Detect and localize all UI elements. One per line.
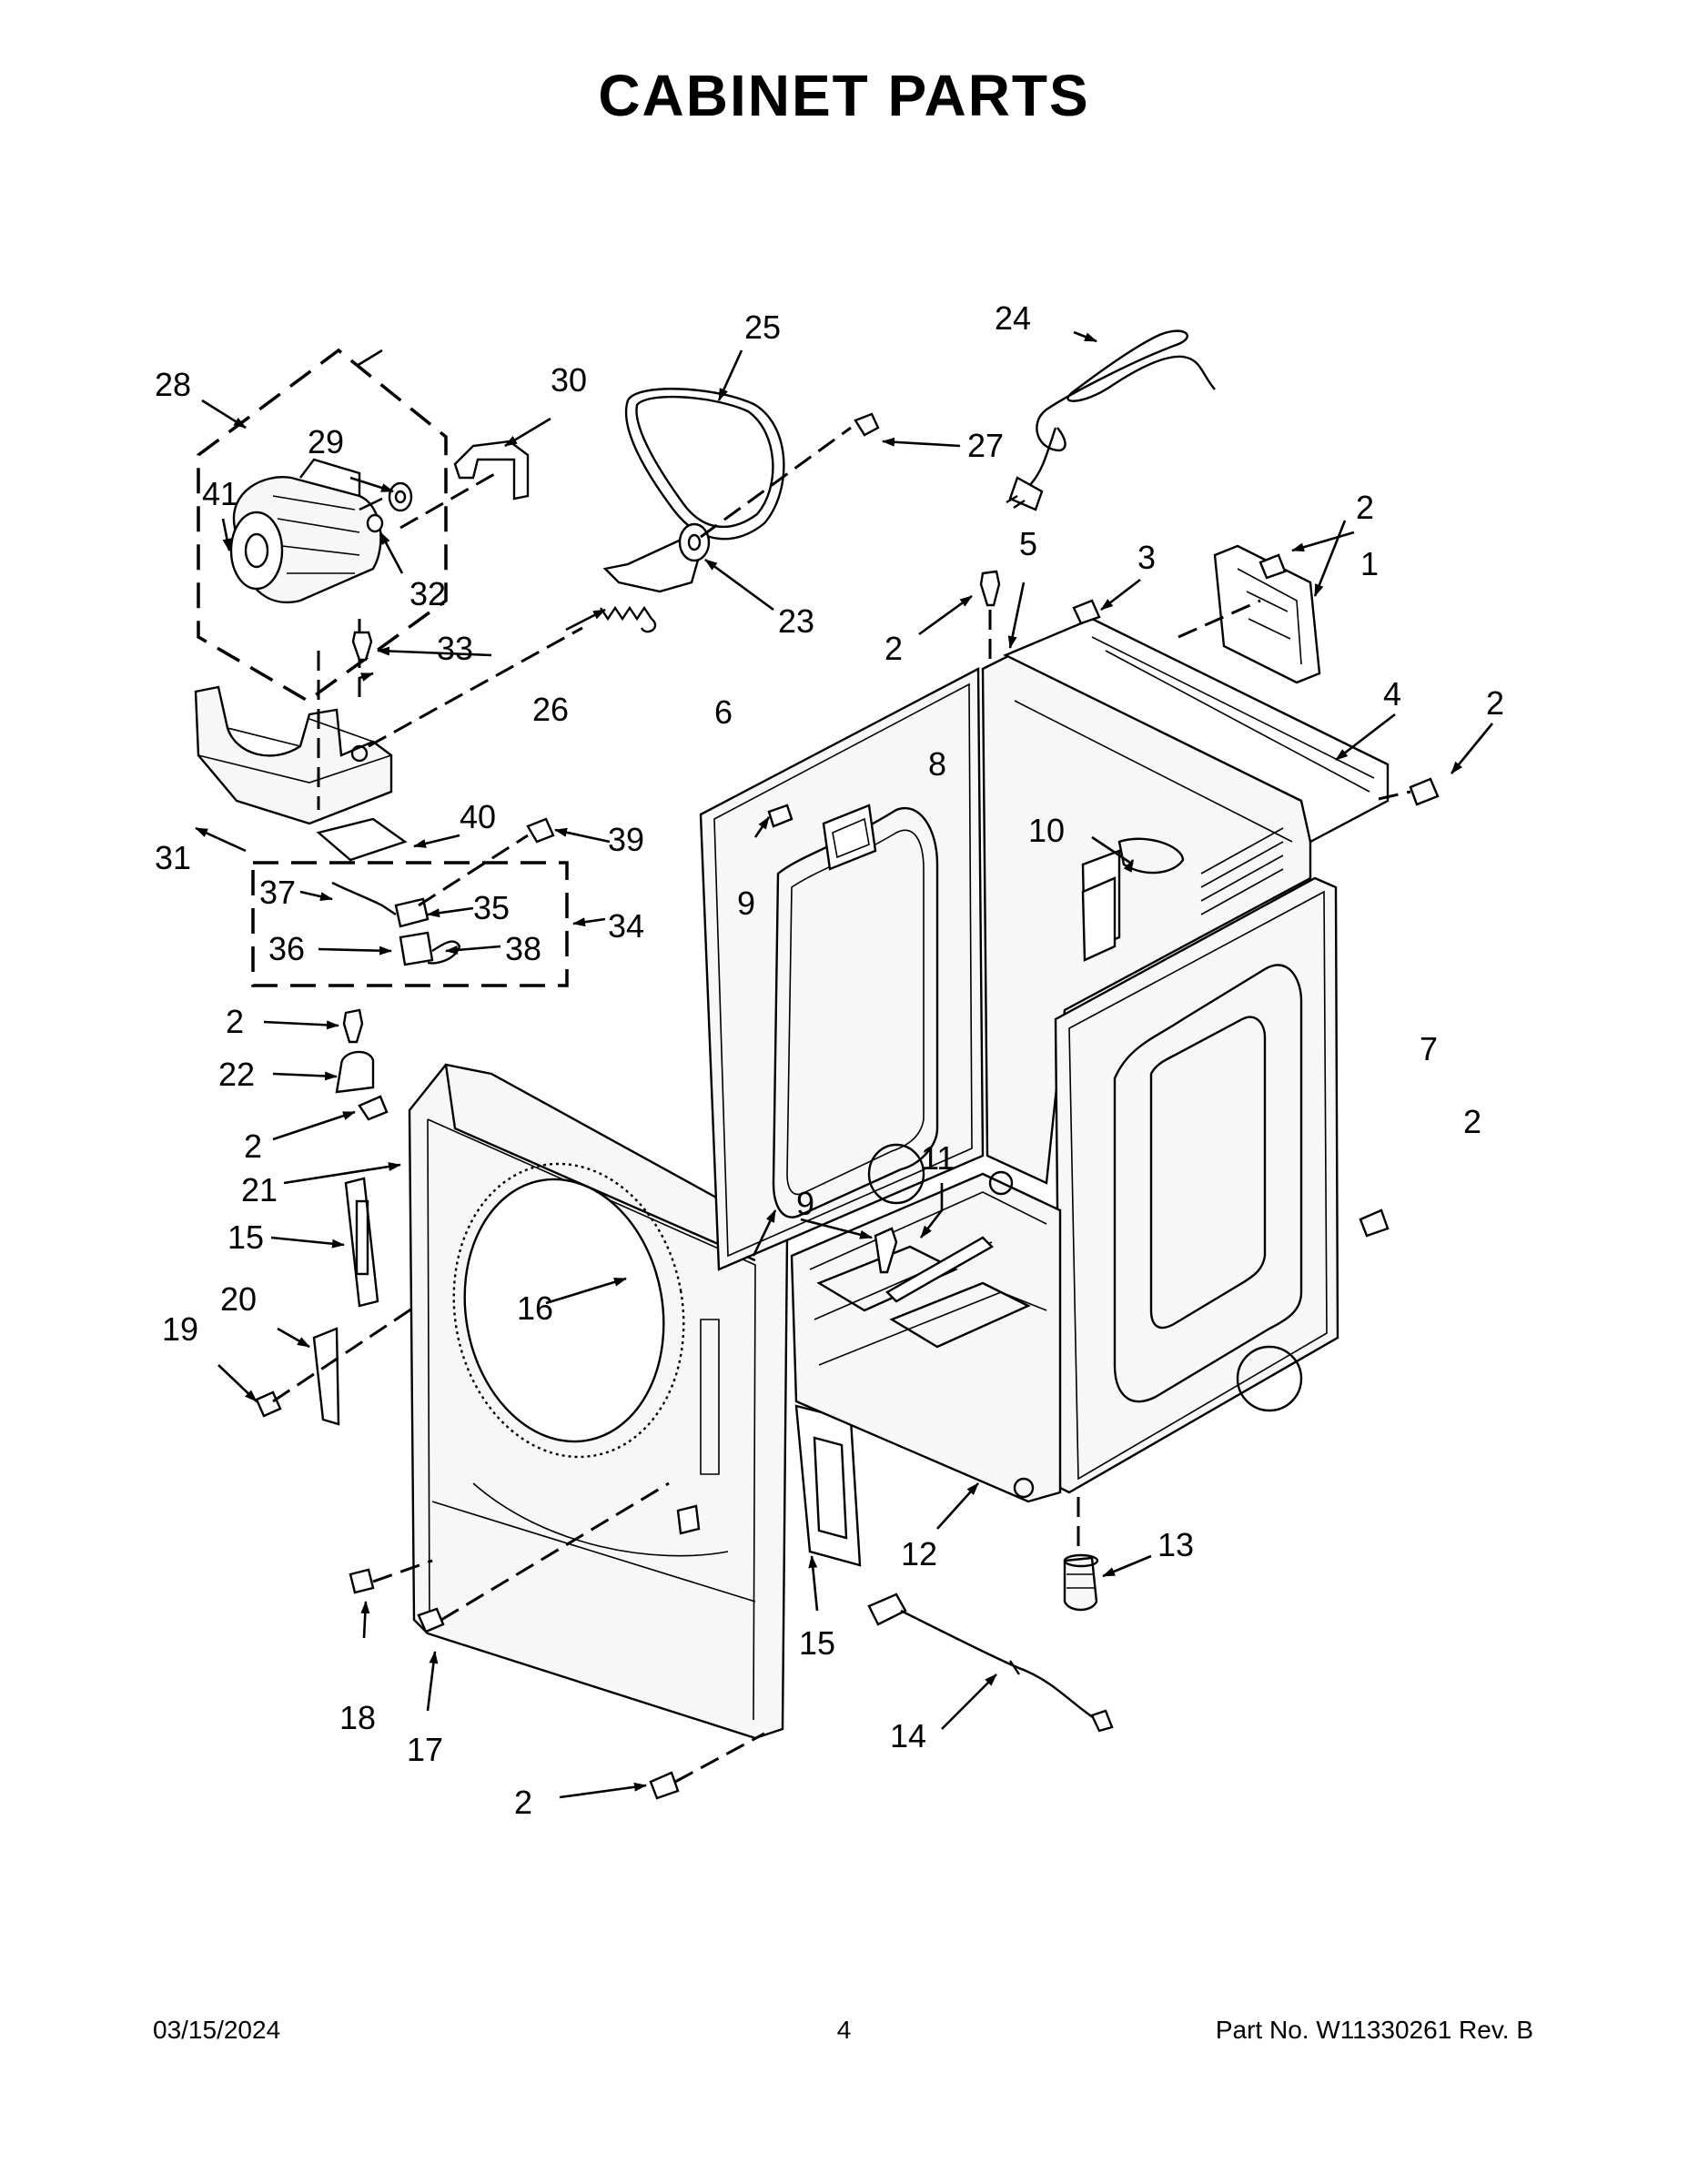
- callout-25: 25: [744, 308, 781, 346]
- callout-32: 32: [409, 575, 446, 612]
- callout-6: 6: [714, 693, 733, 731]
- pad-40: [316, 817, 408, 862]
- callout-11: 11: [921, 1139, 955, 1177]
- screw-2-right-a: [1409, 777, 1440, 806]
- callout-28: 28: [155, 366, 191, 403]
- callout-31: 31: [155, 839, 191, 876]
- footer-part-number: Part No. W11330261 Rev. B: [1215, 2016, 1533, 2044]
- drive-belt: [624, 388, 785, 541]
- screw-39: [526, 817, 555, 844]
- bracket-11: [885, 1236, 994, 1303]
- callout-14: 14: [890, 1717, 926, 1754]
- washer-29: [388, 481, 413, 512]
- motor-base-31: [194, 685, 393, 825]
- callout-15-left: 15: [227, 1218, 264, 1256]
- screw-9-upper: [767, 804, 793, 828]
- callout-9-lower: 9: [796, 1185, 814, 1222]
- screw-2-top-a: [979, 570, 1001, 607]
- screw-27: [854, 412, 880, 437]
- footer-date: 03/15/2024: [153, 2016, 281, 2044]
- bracket-1: [1213, 544, 1321, 684]
- idler-pulley-23: [602, 522, 711, 593]
- bracket-22: [335, 1050, 375, 1094]
- leveling-foot-13: [1063, 1553, 1099, 1612]
- callout-22: 22: [218, 1056, 255, 1093]
- callout-15-right: 15: [799, 1624, 835, 1662]
- callout-34: 34: [608, 907, 644, 945]
- screw-2-right-b: [1359, 1208, 1390, 1238]
- door-hinge-15-left: [344, 1177, 379, 1308]
- power-cord-24: [1006, 329, 1216, 511]
- screw-2-left-b: [358, 1095, 389, 1121]
- callout-21: 21: [241, 1171, 278, 1208]
- callout-10: 10: [1028, 812, 1065, 849]
- callout-2-top-right: 2: [1356, 489, 1374, 526]
- hinge-8: [822, 804, 877, 871]
- screw-9-lower: [874, 1227, 898, 1274]
- callout-35: 35: [473, 889, 510, 926]
- callout-12: 12: [901, 1535, 937, 1572]
- clip-32: [366, 513, 384, 533]
- callout-26: 26: [532, 691, 569, 728]
- door-hinge-15-right: [794, 1404, 862, 1567]
- callout-16: 16: [517, 1289, 553, 1327]
- callout-38: 38: [505, 930, 541, 967]
- callout-2-top-mid: 2: [884, 630, 903, 667]
- callout-17: 17: [407, 1731, 443, 1768]
- callout-1: 1: [1360, 545, 1379, 582]
- label-18: [349, 1568, 375, 1594]
- callout-2-left-a: 2: [226, 1003, 244, 1040]
- footer-page-number: 4: [836, 2016, 852, 2044]
- screw-33: [351, 631, 373, 662]
- callout-41: 41: [202, 475, 238, 512]
- callout-23: 23: [778, 602, 814, 640]
- callout-8: 8: [928, 745, 946, 783]
- callout-13: 13: [1157, 1526, 1194, 1563]
- screw-2-left: [342, 1008, 364, 1044]
- motor-assembly: [197, 348, 448, 703]
- idler-spring-26: [600, 605, 657, 633]
- drive-motor: [229, 458, 382, 603]
- label-10: [1081, 876, 1117, 962]
- callout-9-upper: 9: [737, 885, 755, 922]
- callout-2-left-b: 2: [244, 1127, 262, 1165]
- screw-3: [1072, 599, 1101, 625]
- callout-24: 24: [995, 299, 1031, 337]
- callout-27: 27: [967, 427, 1004, 464]
- strike-20: [312, 1327, 340, 1426]
- callout-2-right-a: 2: [1486, 684, 1504, 722]
- callout-19: 19: [162, 1310, 198, 1348]
- callout-4: 4: [1383, 675, 1401, 713]
- callout-2-bottom: 2: [514, 1784, 532, 1821]
- callout-39: 39: [608, 821, 644, 858]
- base-12: [790, 1143, 1062, 1503]
- callout-37: 37: [259, 874, 296, 911]
- callout-40: 40: [460, 798, 496, 835]
- callout-7: 7: [1420, 1030, 1438, 1067]
- callout-20: 20: [220, 1280, 257, 1318]
- screw-17: [417, 1607, 445, 1633]
- page-title: CABINET PARTS: [598, 63, 1090, 128]
- callout-2-right-b: 2: [1463, 1103, 1481, 1140]
- callout-33: 33: [437, 630, 473, 667]
- callout-30: 30: [551, 361, 587, 399]
- screw-2-bottom: [649, 1771, 680, 1800]
- front-panel-21: [408, 1063, 789, 1740]
- screw-19: [255, 1390, 282, 1418]
- callout-29: 29: [308, 423, 344, 460]
- screw-2-top-b: [1258, 553, 1287, 580]
- callout-36: 36: [268, 930, 305, 967]
- wire-harness-14: [867, 1592, 1114, 1733]
- callout-3: 3: [1137, 539, 1156, 576]
- callout-18: 18: [339, 1699, 376, 1736]
- callout-5: 5: [1019, 525, 1037, 562]
